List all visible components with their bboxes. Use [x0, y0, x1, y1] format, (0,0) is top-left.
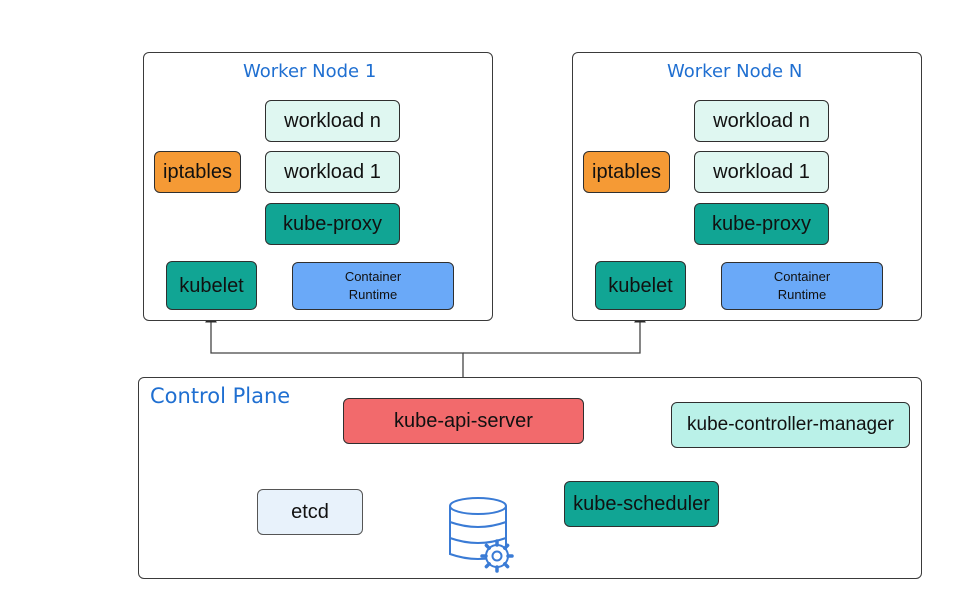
kubelet-box-1: kubelet [166, 261, 257, 310]
iptables-box-1: iptables [154, 151, 241, 193]
apiserver-to-kubelet1-arrow [205, 310, 464, 398]
container-runtime-box-1: Container Runtime [292, 262, 454, 310]
worker-node-1-title: Worker Node 1 [243, 61, 377, 82]
apiserver-to-kubeletn-arrow [463, 310, 646, 354]
kube-api-server-box: kube-api-server [343, 398, 584, 444]
control-plane-title: Control Plane [150, 384, 291, 408]
container-runtime-box-n: Container Runtime [721, 262, 883, 310]
workload-n-box-n: workload n [694, 100, 829, 142]
database-gear-icon [449, 497, 514, 573]
kube-scheduler-box: kube-scheduler [564, 481, 719, 527]
etcd-callout: etcd [257, 489, 363, 535]
kube-controller-manager-box: kube-controller-manager [671, 402, 910, 448]
iptables-box-n: iptables [583, 151, 670, 193]
workload-1-box-n: workload 1 [694, 151, 829, 193]
kubelet-box-n: kubelet [595, 261, 686, 310]
workload-n-box-1: workload n [265, 100, 400, 142]
kube-proxy-box-1: kube-proxy [265, 203, 400, 245]
kube-proxy-box-n: kube-proxy [694, 203, 829, 245]
workload-1-box-1: workload 1 [265, 151, 400, 193]
worker-node-n-title: Worker Node N [667, 61, 803, 82]
